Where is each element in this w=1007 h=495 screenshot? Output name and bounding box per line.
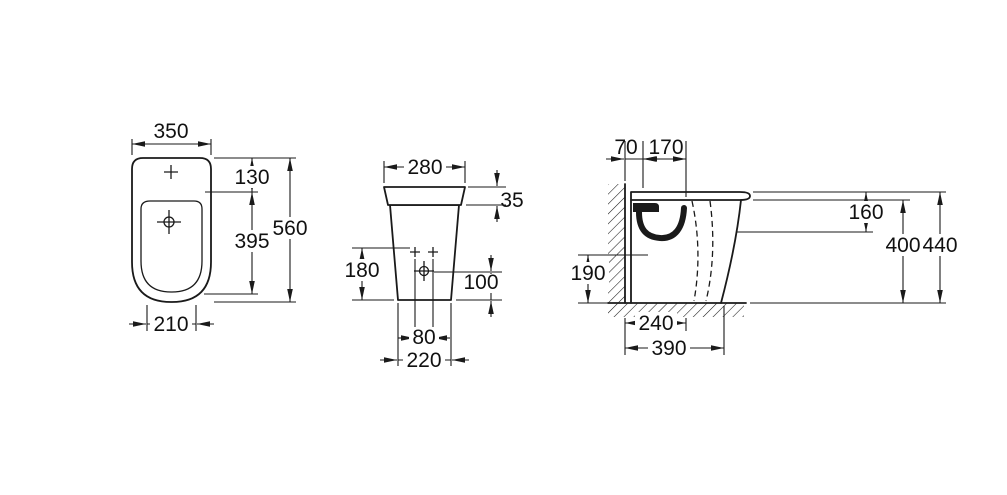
side-front-profile xyxy=(720,199,742,304)
outlet-target-icon xyxy=(414,261,434,281)
plan-view: 350 130 395 560 210 xyxy=(129,120,311,336)
plan-tap-offset-dim: 130 xyxy=(234,166,269,189)
plan-overall-width-dim: 350 xyxy=(153,120,188,143)
plan-overall-length-dim: 560 xyxy=(272,217,307,240)
side-bowl-rim-height-dim: 400 xyxy=(885,234,920,257)
side-drain-offset-dim: 240 xyxy=(638,312,673,335)
side-overall-height-dim: 440 xyxy=(922,234,957,257)
front-body-outline xyxy=(389,204,460,301)
side-overall-depth-dim: 390 xyxy=(651,337,686,360)
side-view: 70 170 160 400 440 190 240 390 xyxy=(567,136,961,360)
plan-outer-outline xyxy=(131,157,212,303)
front-mount-height-dim: 180 xyxy=(344,259,379,282)
front-base-width-dim: 220 xyxy=(406,349,441,372)
fixing-holes-cross-icons xyxy=(410,247,438,257)
hidden-trap-line-1 xyxy=(691,200,699,302)
front-bolt-spacing-dim: 80 xyxy=(412,326,435,349)
front-outlet-height-dim: 100 xyxy=(463,271,498,294)
plan-dimensions: 350 130 395 560 210 xyxy=(129,120,311,336)
side-bowl-bottom-height-dim: 190 xyxy=(570,262,605,285)
front-view: 280 35 180 100 80 220 xyxy=(341,156,524,372)
side-tap-to-drain-dim: 170 xyxy=(648,136,683,159)
front-rim-height-dim: 35 xyxy=(500,189,523,212)
side-dimensions: 70 170 160 400 440 190 240 390 xyxy=(567,136,961,360)
plan-inner-bowl-outline xyxy=(140,200,203,293)
hidden-trap-line-2 xyxy=(705,200,714,302)
front-top-width-dim: 280 xyxy=(407,156,442,179)
bowl-section-curve xyxy=(636,205,687,242)
front-dimensions: 280 35 180 100 80 220 xyxy=(341,156,524,372)
drain-target-icon xyxy=(157,210,181,234)
side-rim-to-bowl-dim: 160 xyxy=(848,201,883,224)
front-rim-outline xyxy=(383,186,466,206)
wall-hatch xyxy=(608,184,625,303)
tap-hole-cross-icon xyxy=(164,165,178,179)
plan-front-width-dim: 210 xyxy=(153,313,188,336)
side-seat-outline xyxy=(630,191,751,201)
plan-bowl-length-dim: 395 xyxy=(234,230,269,253)
side-wall-to-tap-dim: 70 xyxy=(614,136,637,159)
